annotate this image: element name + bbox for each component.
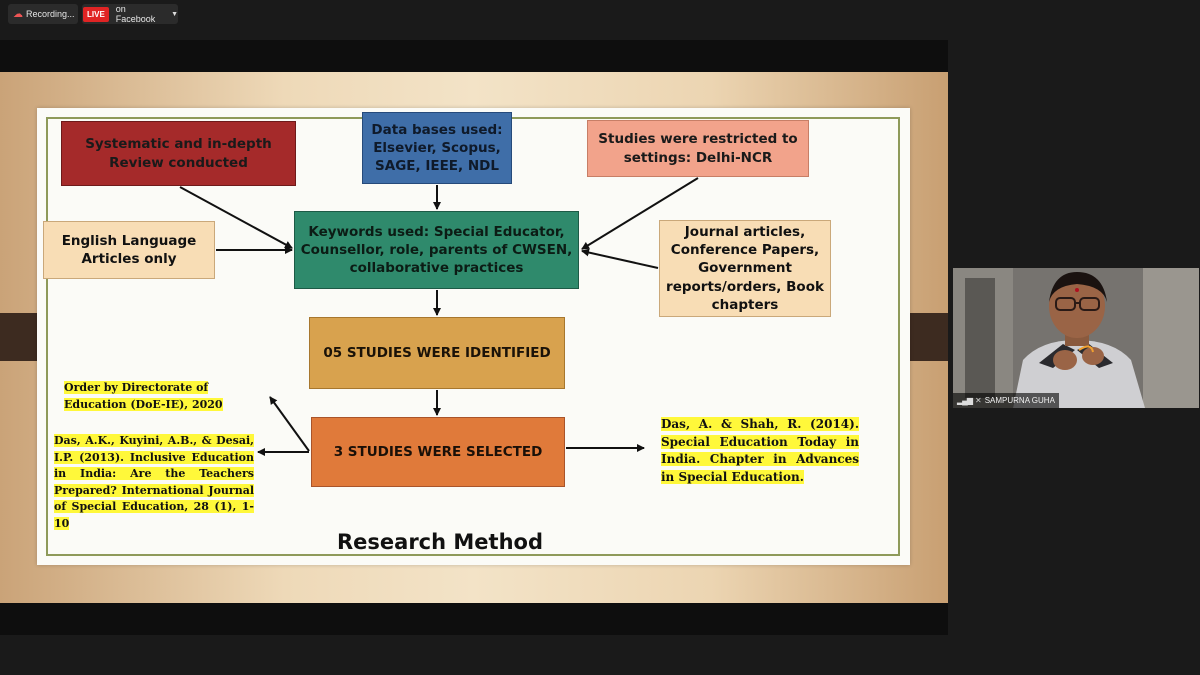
box-source-types: Journal articles, Conference Papers, Gov… bbox=[659, 220, 831, 317]
citation-order-doe: Order by Directorate of Education (DoE-I… bbox=[64, 380, 264, 413]
box-keywords: Keywords used: Special Educator, Counsel… bbox=[294, 211, 579, 289]
signal-bars-icon: ▂▄▆ bbox=[957, 396, 973, 405]
citation-text: Das, A.K., Kuyini, A.B., & Desai, I.P. (… bbox=[54, 434, 254, 530]
box-systematic-review: Systematic and in-depth Review conducted bbox=[61, 121, 296, 186]
citation-text: Order by Directorate of Education (DoE-I… bbox=[64, 381, 223, 411]
box-databases: Data bases used: Elsevier, Scopus, SAGE,… bbox=[362, 112, 512, 184]
box-studies-identified: 05 STUDIES WERE IDENTIFIED bbox=[309, 317, 565, 389]
box-settings-restriction: Studies were restricted to settings: Del… bbox=[587, 120, 809, 177]
box-studies-selected: 3 STUDIES WERE SELECTED bbox=[311, 417, 565, 487]
cloud-record-icon: ☁ bbox=[13, 8, 23, 20]
recording-indicator[interactable]: ☁ Recording... bbox=[8, 4, 78, 24]
top-bar: ☁ Recording... LIVE on Facebook ▼ bbox=[0, 0, 1200, 40]
citation-text: Das, A. & Shah, R. (2014). Special Educa… bbox=[661, 417, 859, 484]
participant-name: SAMPURNA GUHA bbox=[984, 396, 1055, 405]
stream-target-label: on Facebook bbox=[115, 4, 156, 24]
live-stream-control[interactable]: LIVE on Facebook ▼ bbox=[82, 4, 178, 24]
live-badge: LIVE bbox=[83, 6, 109, 22]
citation-das-shah: Das, A. & Shah, R. (2014). Special Educa… bbox=[661, 416, 859, 486]
participant-video-tile[interactable]: ▂▄▆ ✕ SAMPURNA GUHA bbox=[953, 268, 1199, 408]
mic-muted-icon: ✕ bbox=[974, 396, 982, 405]
participant-name-tag: ▂▄▆ ✕ SAMPURNA GUHA bbox=[953, 393, 1059, 408]
recording-label: Recording... bbox=[26, 9, 75, 19]
participant-video bbox=[953, 268, 1199, 408]
slide-title: Research Method bbox=[337, 530, 543, 554]
citation-das-kuyini: Das, A.K., Kuyini, A.B., & Desai, I.P. (… bbox=[54, 433, 254, 532]
box-english-only: English Language Articles only bbox=[43, 221, 215, 279]
chevron-down-icon[interactable]: ▼ bbox=[171, 10, 178, 18]
